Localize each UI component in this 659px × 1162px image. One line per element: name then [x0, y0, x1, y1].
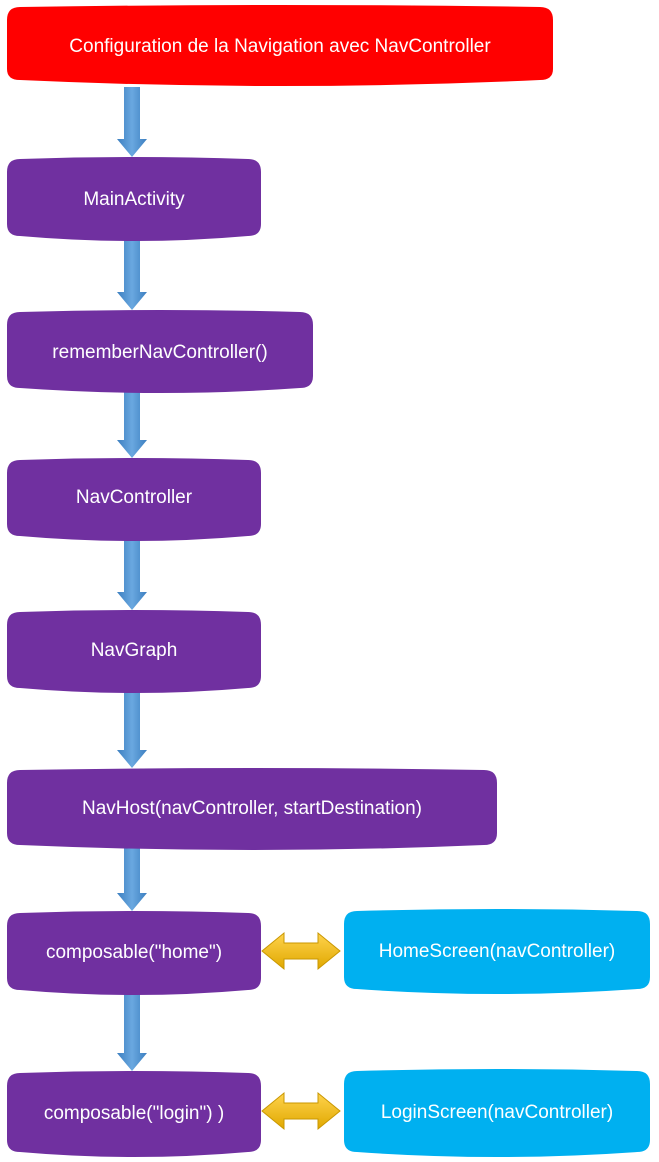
flow-arrow-navgraph-to-navhost [117, 690, 147, 768]
composable-home-node: composable("home") [7, 911, 261, 995]
nav-graph-node: NavGraph [7, 610, 261, 693]
composable-login-label: composable("login") ) [44, 1103, 224, 1124]
nav-controller-node: NavController [7, 458, 261, 541]
nav-graph-label: NavGraph [91, 640, 178, 661]
composable-home-label: composable("home") [46, 942, 222, 963]
remember-nav-controller-label: rememberNavController() [52, 342, 267, 363]
home-screen-label: HomeScreen(navController) [379, 941, 616, 962]
login-screen-label: LoginScreen(navController) [381, 1102, 613, 1123]
bidirectional-arrow-login [261, 1091, 341, 1131]
home-screen-node: HomeScreen(navController) [344, 909, 650, 994]
flow-arrow-home-to-login [117, 993, 147, 1071]
flow-arrow-mainactivity-to-remember [117, 240, 147, 310]
nav-host-label: NavHost(navController, startDestination) [82, 798, 422, 819]
main-activity-node: MainActivity [7, 157, 261, 241]
flow-arrow-navcontroller-to-navgraph [117, 538, 147, 610]
login-screen-node: LoginScreen(navController) [344, 1069, 650, 1157]
nav-controller-label: NavController [76, 487, 193, 508]
flow-arrow-remember-to-navcontroller [117, 390, 147, 458]
flow-arrow-navhost-to-home [117, 847, 147, 911]
flow-arrow-title-to-mainactivity [117, 87, 147, 157]
main-activity-label: MainActivity [83, 189, 185, 210]
bidirectional-arrow-home [261, 931, 341, 971]
remember-nav-controller-node: rememberNavController() [7, 310, 313, 393]
nav-host-node: NavHost(navController, startDestination) [7, 768, 497, 850]
title-node: Configuration de la Navigation avec NavC… [7, 5, 553, 86]
title-label: Configuration de la Navigation avec NavC… [69, 36, 491, 57]
composable-login-node: composable("login") ) [7, 1071, 261, 1157]
